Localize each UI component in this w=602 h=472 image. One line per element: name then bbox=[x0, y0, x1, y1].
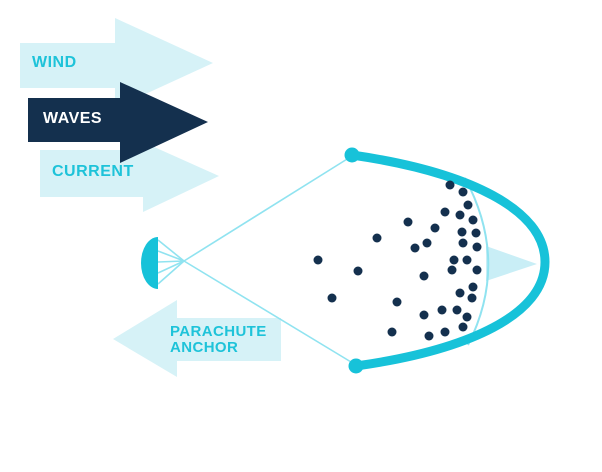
debris-dot bbox=[419, 271, 429, 281]
parachute-canopy-icon bbox=[141, 237, 158, 289]
debris-dot bbox=[353, 266, 363, 276]
debris-dot bbox=[372, 233, 382, 243]
debris-dot bbox=[468, 215, 478, 225]
debris-dot bbox=[403, 217, 413, 227]
bridle-line bbox=[157, 239, 185, 262]
debris-dot bbox=[472, 242, 482, 252]
wind-label: WIND bbox=[32, 54, 77, 71]
debris-dot bbox=[392, 297, 402, 307]
debris-dot bbox=[462, 312, 472, 322]
debris-dot bbox=[313, 255, 323, 265]
debris-dot bbox=[430, 223, 440, 233]
debris-dot bbox=[387, 327, 397, 337]
debris-dot bbox=[458, 322, 468, 332]
tow-line bbox=[183, 155, 353, 262]
debris-dot bbox=[452, 305, 462, 315]
wind-arrow bbox=[20, 18, 213, 108]
debris-dot bbox=[458, 187, 468, 197]
frame-cap-bottom-icon bbox=[348, 358, 364, 374]
parachute-anchor-arrow bbox=[113, 300, 281, 377]
bridle-line bbox=[157, 260, 185, 274]
debris-dots bbox=[313, 180, 482, 341]
trawl-frame bbox=[347, 150, 550, 371]
debris-dot bbox=[445, 180, 455, 190]
bridle-line bbox=[157, 250, 185, 262]
debris-dot bbox=[472, 265, 482, 275]
debris-dot bbox=[419, 310, 429, 320]
net-membrane bbox=[464, 177, 490, 346]
debris-dot bbox=[457, 227, 467, 237]
frame-cap-top-icon bbox=[344, 147, 360, 163]
bridle-lines bbox=[157, 239, 185, 285]
debris-dot bbox=[467, 293, 477, 303]
debris-dot bbox=[462, 255, 472, 265]
debris-dot bbox=[455, 288, 465, 298]
debris-dot bbox=[468, 282, 478, 292]
debris-dot bbox=[440, 207, 450, 217]
bridle-line bbox=[157, 260, 185, 285]
codend-triangle bbox=[486, 246, 537, 281]
parachute-anchor-label-line2: ANCHOR bbox=[170, 339, 239, 356]
debris-dot bbox=[463, 200, 473, 210]
debris-dot bbox=[440, 327, 450, 337]
debris-dot bbox=[327, 293, 337, 303]
tow-lines bbox=[183, 155, 357, 366]
debris-dot bbox=[455, 210, 465, 220]
waves-arrow bbox=[28, 82, 208, 163]
bridle-line bbox=[157, 260, 185, 263]
debris-dot bbox=[437, 305, 447, 315]
debris-dot bbox=[449, 255, 459, 265]
current-arrow bbox=[40, 142, 219, 212]
debris-dot bbox=[458, 238, 468, 248]
waves-label: WAVES bbox=[43, 110, 103, 127]
debris-dot bbox=[422, 238, 432, 248]
debris-dot bbox=[447, 265, 457, 275]
parachute-anchor-label: PARACHUTE ANCHOR bbox=[170, 324, 267, 356]
parachute-anchor-label-line1: PARACHUTE bbox=[170, 323, 267, 340]
tow-line bbox=[183, 260, 357, 366]
current-label: CURRENT bbox=[52, 163, 134, 180]
debris-dot bbox=[424, 331, 434, 341]
debris-dot bbox=[410, 243, 420, 253]
debris-dot bbox=[471, 228, 481, 238]
